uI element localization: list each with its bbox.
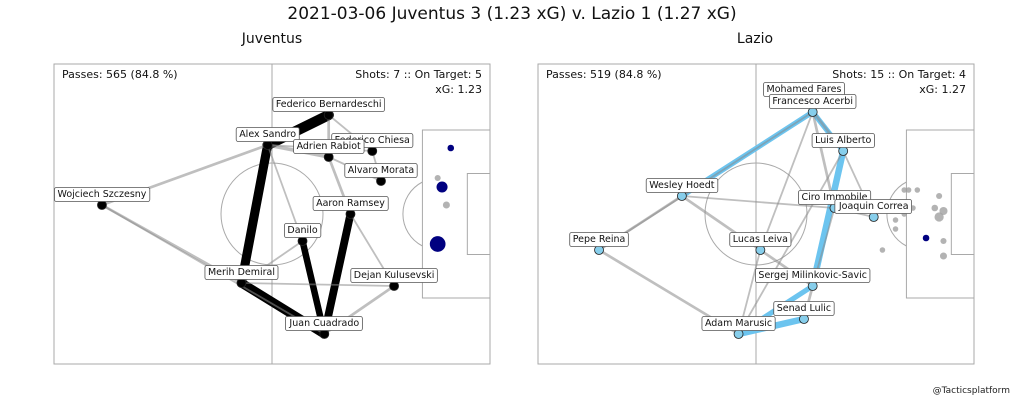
- shot-marker: [931, 204, 939, 212]
- player-label-box: [235, 127, 300, 142]
- player-label-box: [701, 316, 776, 331]
- player-label: Aaron Ramsey: [316, 198, 385, 209]
- shot-marker: [939, 252, 947, 260]
- team-title-left: Juventus: [241, 31, 303, 47]
- penalty-arc: [886, 181, 907, 247]
- shot-marker: [939, 206, 948, 216]
- shot-marker: [892, 226, 899, 232]
- shot-marker: [901, 187, 908, 193]
- pass-edge: [320, 210, 355, 338]
- player-label-box: [729, 232, 792, 247]
- player-label: Juan Cuadrado: [288, 318, 359, 329]
- chart-title: 2021-03-06 Juventus 3 (1.23 xG) v. Lazio…: [287, 4, 737, 24]
- player-label: Alex Sandro: [239, 129, 296, 140]
- player-label-box: [834, 199, 912, 214]
- player-label: Lucas Leiva: [733, 234, 788, 245]
- shot-marker: [940, 237, 947, 245]
- player-label: Adam Marusic: [705, 318, 772, 329]
- player-label: Senad Lulic: [777, 303, 831, 314]
- player-label: Pepe Reina: [573, 234, 626, 245]
- credit-label: @Tacticsplatform: [932, 386, 1010, 396]
- player-label: Danilo: [287, 225, 317, 236]
- player-label: Francesco Acerbi: [772, 96, 853, 107]
- center-circle: [220, 162, 324, 266]
- player-label-box: [272, 97, 385, 112]
- player-label: Dejan Kulusevski: [354, 270, 435, 281]
- player-label: Adrien Rabiot: [297, 141, 361, 152]
- xg-label: xG: 1.23: [435, 83, 482, 96]
- player-label: Alvaro Morata: [348, 165, 414, 176]
- player-label-box: [350, 268, 438, 283]
- player-label-box: [204, 265, 279, 280]
- pass-edge: [680, 195, 836, 209]
- player-label: Luis Alberto: [815, 135, 871, 146]
- passes-label: Passes: 565 (84.8 %): [62, 68, 178, 81]
- player-label: Joaquin Correa: [838, 201, 909, 212]
- pass-edge: [809, 147, 847, 290]
- pass-edge: [240, 282, 395, 287]
- shot-marker: [879, 247, 886, 253]
- shot-marker: [922, 234, 930, 242]
- shot-marker: [905, 187, 912, 193]
- player-label: Sergej Milinkovic-Savic: [758, 270, 867, 281]
- player-label-box: [285, 316, 363, 331]
- player-label-box: [344, 163, 418, 178]
- shot-marker: [429, 236, 446, 252]
- shots-label: Shots: 15 :: On Target: 4: [832, 68, 966, 81]
- player-label-box: [293, 139, 365, 154]
- shot-marker: [914, 187, 921, 193]
- team-title-right: Lazio: [736, 31, 774, 47]
- shot-marker: [936, 192, 943, 200]
- pass-edge: [759, 111, 814, 251]
- xg-label: xG: 1.27: [919, 83, 966, 96]
- shot-marker: [892, 217, 899, 223]
- player-label-box: [755, 268, 871, 283]
- player-label: Federico Chiesa: [335, 135, 410, 146]
- goal-area: [950, 173, 975, 255]
- player-label-box: [811, 133, 875, 148]
- passes-label: Passes: 519 (84.8 %): [546, 68, 662, 81]
- shot-marker: [442, 201, 450, 209]
- pass-edge: [236, 140, 273, 288]
- player-label: Wojciech Szczesny: [57, 189, 146, 200]
- shot-marker: [934, 212, 944, 222]
- shot-marker: [434, 174, 441, 182]
- player-label-box: [54, 187, 151, 202]
- player-label-box: [312, 196, 389, 211]
- shot-marker: [436, 181, 448, 193]
- player-label-box: [768, 94, 857, 109]
- player-label-box: [569, 232, 629, 247]
- player-label-box: [645, 178, 719, 193]
- shots-label: Shots: 7 :: On Target: 5: [355, 68, 482, 81]
- player-label: Wesley Hoedt: [649, 180, 715, 191]
- player-label: Merih Demiral: [208, 267, 275, 278]
- player-label-box: [283, 223, 322, 238]
- shot-marker: [447, 144, 455, 152]
- player-label: Mohamed Fares: [767, 84, 842, 95]
- player-label: Ciro Immobile: [801, 192, 867, 203]
- player-label-box: [773, 301, 835, 316]
- player-label: Federico Bernardeschi: [276, 99, 382, 110]
- penalty-arc: [402, 181, 423, 247]
- pitch-juventus: Passes: 565 (84.8 %) Shots: 7 :: On Targe…: [53, 63, 491, 365]
- goal-area: [466, 173, 491, 255]
- pitch-lazio: Passes: 519 (84.8 %) Shots: 15 :: On Targ…: [537, 63, 975, 365]
